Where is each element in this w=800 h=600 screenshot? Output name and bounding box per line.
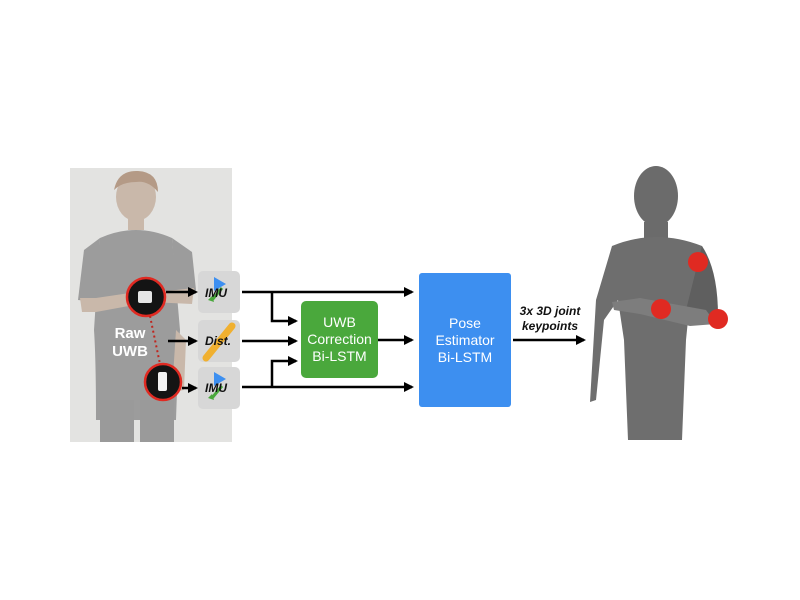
imu-tile-bottom (198, 367, 240, 409)
imu-top-label: IMU (205, 286, 227, 300)
output-line2: keypoints (521, 319, 578, 333)
uwb-correction-line2: Correction (307, 331, 372, 347)
wrist-sensor-marker (125, 276, 167, 318)
wrist-keypoint (651, 299, 671, 319)
uwb-correction-line1: UWB (323, 314, 356, 330)
pose-estimator-line3: Bi-LSTM (437, 348, 493, 365)
dist-label: Dist. (205, 334, 232, 348)
imu-bottom-label: IMU (205, 381, 227, 395)
output-label: 3x 3D joint keypoints (500, 304, 600, 334)
uwb-correction-line3: Bi-LSTM (312, 348, 367, 364)
pose-estimator-block (419, 273, 511, 407)
connector-lines (242, 287, 586, 392)
shoulder-keypoint (688, 252, 708, 272)
imu-tile-top (198, 271, 240, 313)
uwb-correction-block (301, 301, 378, 378)
pose-estimator-text: Pose Estimator Bi-LSTM (419, 273, 511, 407)
uwb-correction-text: UWB Correction Bi-LSTM (301, 301, 378, 378)
keypoint-markers (651, 252, 728, 329)
output-line1: 3x 3D joint (519, 304, 581, 318)
pose-estimator-line1: Pose (449, 314, 481, 331)
elbow-keypoint (708, 309, 728, 329)
raw-label-line2: UWB (112, 343, 148, 360)
pose-estimator-line2: Estimator (435, 331, 495, 348)
uwb-range-dotted-line (149, 315, 161, 365)
dist-tile (198, 320, 240, 362)
pocket-sensor-marker (143, 362, 183, 402)
raw-uwb-label: Raw UWB (96, 325, 164, 361)
raw-label-line1: Raw (114, 325, 146, 342)
